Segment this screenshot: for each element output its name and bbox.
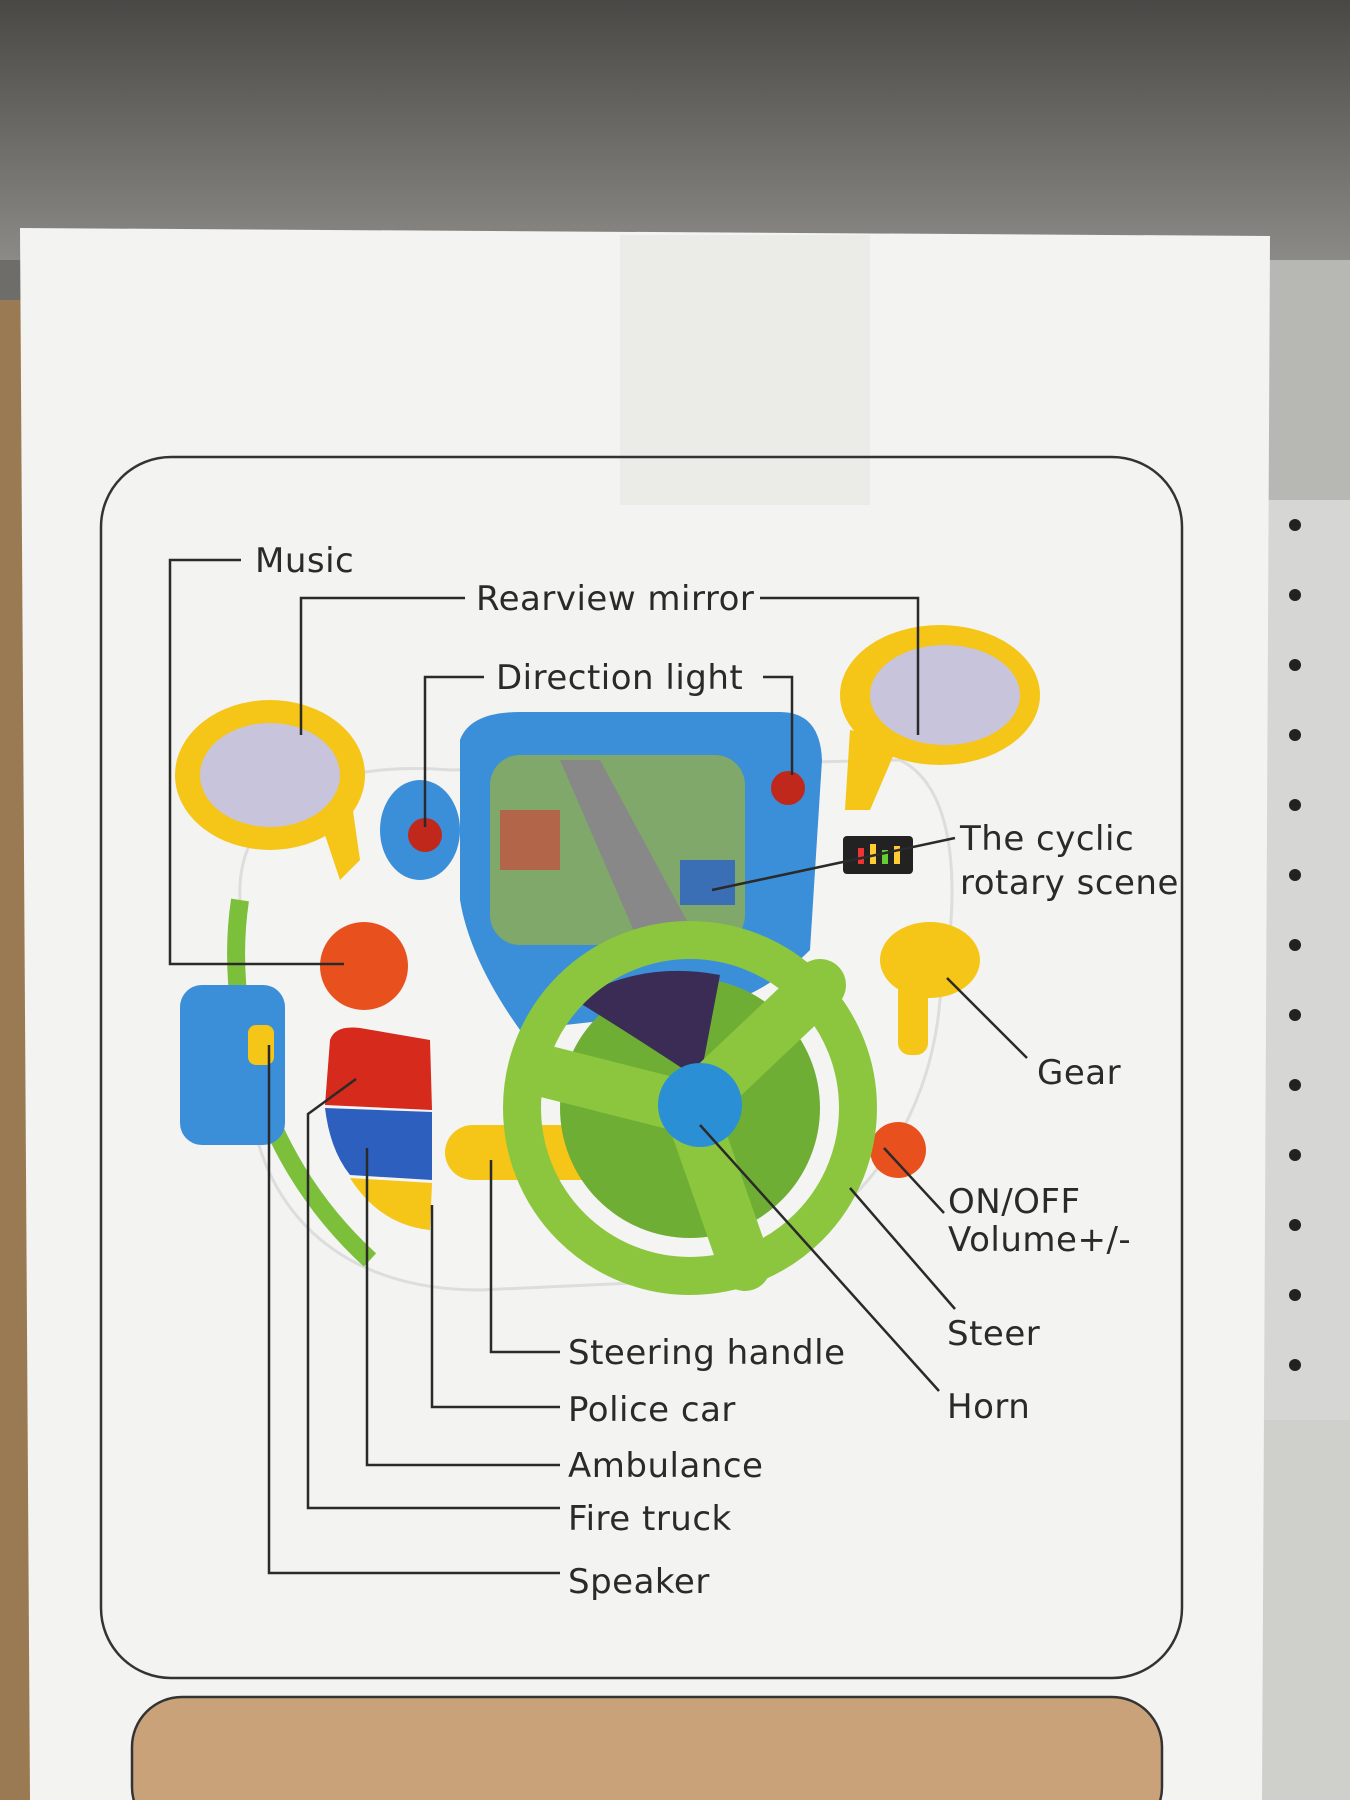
bottom-panel-frame: [130, 1695, 1164, 1800]
police-car-button: [350, 1178, 432, 1230]
label-steer: Steer: [947, 1314, 1040, 1354]
label-cyclic-scene-line1: The cyclic: [959, 819, 1134, 859]
label-fire-truck: Fire truck: [568, 1499, 732, 1539]
diagram-frame: [99, 455, 1184, 1680]
label-steering-handle: Steering handle: [568, 1333, 846, 1373]
label-rearview-mirror: Rearview mirror: [476, 579, 754, 619]
on-off-knob: [870, 1122, 926, 1178]
label-speaker: Speaker: [568, 1562, 710, 1602]
gear-lever: [880, 922, 980, 998]
label-cyclic-scene-line2: rotary scene: [960, 863, 1179, 903]
ambulance-button: [325, 1108, 432, 1180]
right-direction-light: [771, 771, 805, 805]
left-rearview-mirror: [175, 700, 365, 880]
green-steering-wheel: [503, 921, 877, 1295]
fire-truck-button: [325, 1027, 432, 1110]
label-ambulance: Ambulance: [568, 1446, 763, 1486]
label-volume: Volume+/-: [948, 1220, 1131, 1260]
label-on-off: ON/OFF: [948, 1182, 1081, 1222]
right-rearview-mirror: [840, 625, 1040, 810]
shelf-background: [0, 0, 1350, 260]
pegboard: [1262, 500, 1350, 1420]
label-horn: Horn: [947, 1387, 1030, 1427]
label-police-car: Police car: [568, 1390, 736, 1430]
label-direction-light: Direction light: [496, 658, 743, 698]
label-music: Music: [255, 541, 354, 581]
left-direction-light: [408, 818, 442, 852]
leader-lines: [168, 558, 1028, 1575]
horn-button: [658, 1063, 742, 1147]
label-gear: Gear: [1037, 1053, 1121, 1093]
toy-steering-wheel-illustration: [175, 625, 1040, 1295]
music-button: [320, 922, 408, 1010]
